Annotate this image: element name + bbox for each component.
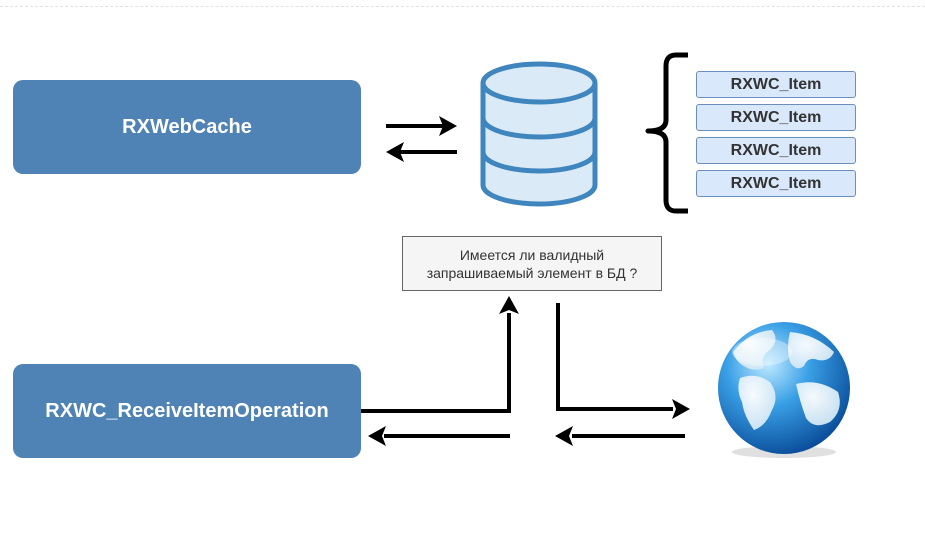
question-to-globe-arrow bbox=[556, 303, 690, 419]
globe-return-arrow bbox=[555, 426, 685, 446]
rxwebcache-label: RXWebCache bbox=[122, 115, 252, 138]
database-icon bbox=[480, 61, 598, 207]
operation-to-question-arrow bbox=[361, 296, 519, 413]
rxwc-item-label: RXWC_Item bbox=[730, 174, 822, 192]
question-text: Имеется ли валидный запрашиваемый элемен… bbox=[426, 246, 638, 281]
top-dashed-line bbox=[0, 6, 925, 7]
question-box[interactable]: Имеется ли валидный запрашиваемый элемен… bbox=[402, 236, 662, 291]
left-curly-brace-icon bbox=[645, 52, 688, 214]
rxwc-item-label: RXWC_Item bbox=[730, 75, 822, 93]
db-to-cache-arrow bbox=[386, 142, 457, 162]
return-to-operation-arrow bbox=[368, 426, 510, 446]
globe-icon bbox=[718, 322, 850, 458]
rxwc-item-4[interactable]: RXWC_Item bbox=[696, 170, 856, 197]
rxwebcache-node[interactable]: RXWebCache bbox=[13, 80, 361, 174]
receive-item-operation-label: RXWC_ReceiveItemOperation bbox=[45, 399, 329, 422]
rxwc-item-1[interactable]: RXWC_Item bbox=[696, 71, 856, 98]
cache-to-db-arrow bbox=[386, 116, 457, 136]
rxwc-item-label: RXWC_Item bbox=[730, 141, 822, 159]
rxwc-item-2[interactable]: RXWC_Item bbox=[696, 104, 856, 131]
receive-item-operation-node[interactable]: RXWC_ReceiveItemOperation bbox=[13, 364, 361, 458]
rxwc-item-label: RXWC_Item bbox=[730, 108, 822, 126]
rxwc-item-3[interactable]: RXWC_Item bbox=[696, 137, 856, 164]
